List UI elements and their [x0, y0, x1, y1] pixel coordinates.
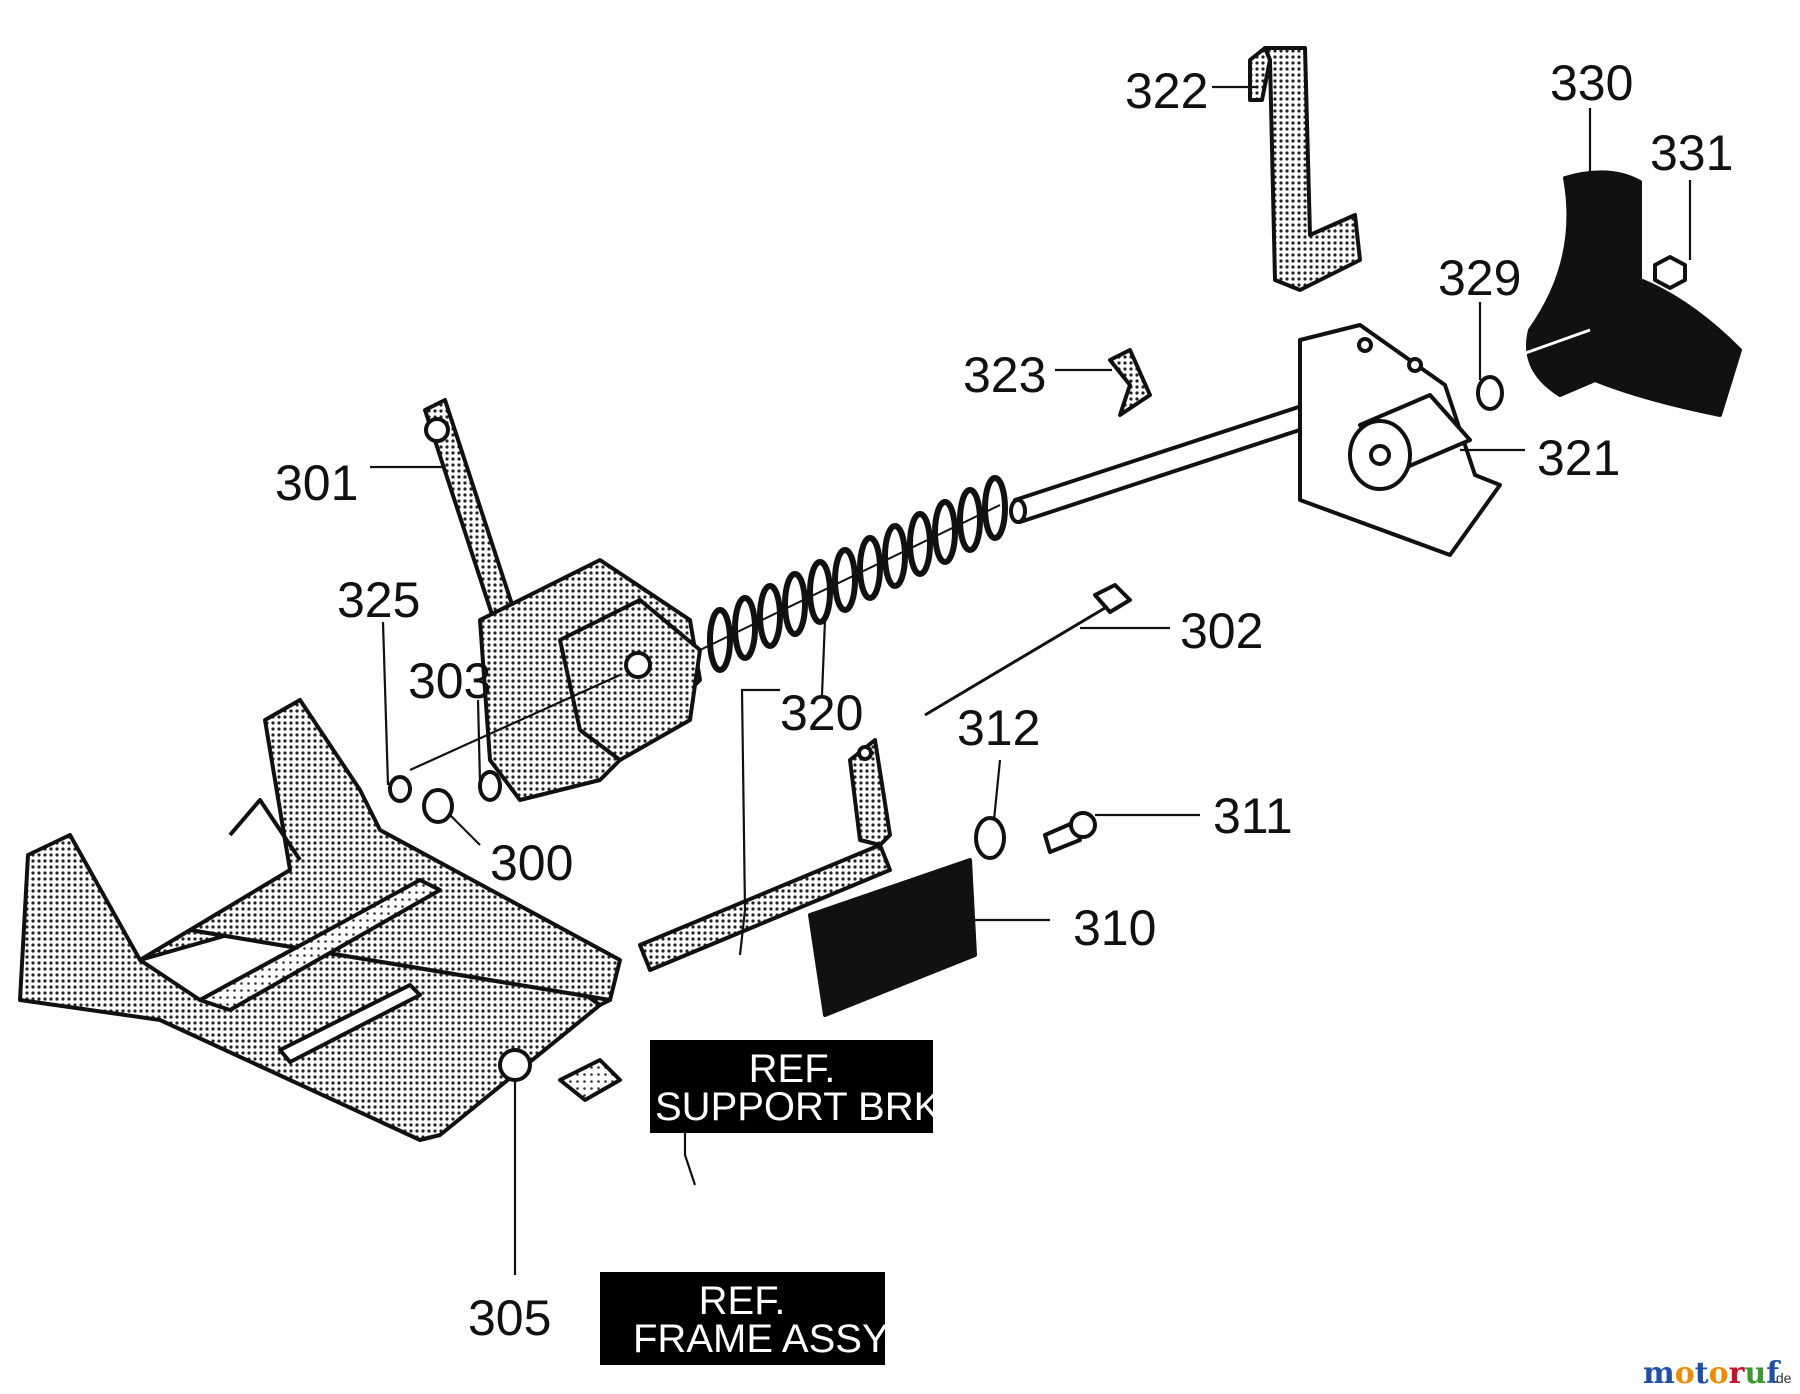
watermark-suffix: .de [1772, 1370, 1792, 1386]
callout-322: 322 [1125, 63, 1208, 119]
support-bracket [638, 738, 892, 972]
callout-305: 305 [468, 1290, 551, 1346]
ref-support-line1: REF. [749, 1047, 836, 1091]
ref-support-bracket-box: REF. SUPPORT BRK [650, 1040, 941, 1133]
spring [699, 475, 1008, 673]
callout-302: 302 [1180, 603, 1263, 659]
shift-rod [1009, 398, 1332, 524]
deflector-plate [808, 858, 977, 1017]
callout-330: 330 [1550, 55, 1633, 111]
callout-310: 310 [1073, 900, 1156, 956]
shift-knob [1519, 170, 1742, 417]
callout-312: 312 [957, 700, 1040, 756]
callout-320: 320 [780, 685, 863, 741]
callout-331: 331 [1650, 125, 1733, 181]
callout-323: 323 [963, 347, 1046, 403]
shift-link-rod [1248, 46, 1362, 292]
washer-312 [974, 816, 1006, 860]
frame-assembly [18, 698, 622, 1142]
leader-lines [370, 85, 1692, 1275]
watermark-logo: motoruf .de [1643, 1356, 1792, 1391]
callout-325: 325 [337, 572, 420, 628]
ref-frame-line2: FRAME ASSY [633, 1317, 889, 1361]
ref-frame-line1: REF. [699, 1279, 786, 1323]
washer-329 [1476, 375, 1504, 411]
bolt-311 [1043, 811, 1097, 854]
watermark-text: motoruf [1643, 1356, 1781, 1391]
callout-311: 311 [1213, 788, 1293, 844]
nut-331 [1653, 255, 1687, 290]
pivot-bushing [1348, 393, 1472, 491]
small-washers [388, 770, 502, 824]
ref-support-line2: SUPPORT BRK [655, 1085, 941, 1129]
callout-303: 303 [408, 653, 491, 709]
callout-321: 321 [1537, 430, 1620, 486]
callout-labels: 330 331 322 329 323 301 321 325 302 303 … [275, 55, 1733, 1346]
callout-300: 300 [490, 835, 573, 891]
callout-329: 329 [1438, 250, 1521, 306]
callout-301: 301 [275, 455, 358, 511]
ref-frame-assembly-box: REF. FRAME ASSY [600, 1272, 889, 1365]
lever-bracket [478, 558, 702, 802]
bolt-302 [924, 583, 1132, 717]
hair-clip [1108, 348, 1152, 417]
